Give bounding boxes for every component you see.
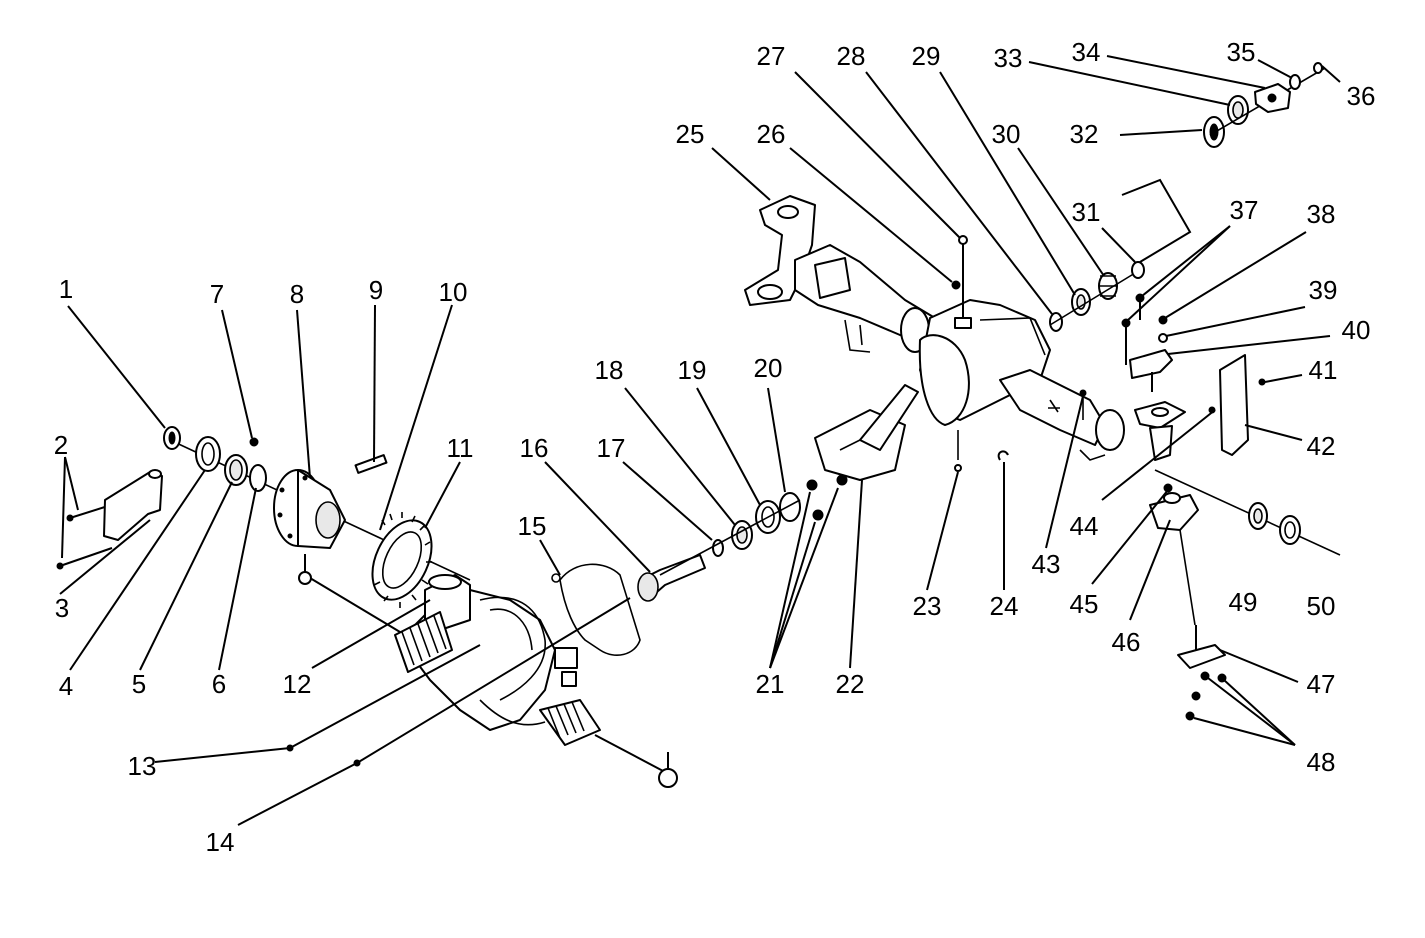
part-26-nut — [951, 280, 961, 290]
callout-6: 6 — [211, 669, 227, 699]
callout-37: 37 — [1229, 195, 1259, 225]
callout-20: 20 — [753, 353, 783, 383]
part-7-bolt — [249, 437, 259, 447]
callout-18: 18 — [594, 355, 624, 385]
part-3-bracket — [103, 469, 163, 541]
part-31-clip — [1131, 261, 1145, 279]
part-2-bolts — [56, 505, 113, 570]
part-1-bearing — [163, 426, 181, 450]
part-50-seal — [1279, 515, 1301, 545]
callout-34: 34 — [1071, 37, 1101, 67]
callout-41: 41 — [1308, 355, 1338, 385]
part-11-ring-gear — [371, 512, 433, 608]
callout-23: 23 — [912, 591, 942, 621]
part-20-seal — [779, 492, 801, 522]
callout-32: 32 — [1069, 119, 1099, 149]
callout-33: 33 — [993, 43, 1023, 73]
part-21-bolts — [806, 474, 848, 521]
callout-24: 24 — [989, 591, 1019, 621]
callout-27: 27 — [756, 41, 786, 71]
callout-48: 48 — [1306, 747, 1336, 777]
part-22-bushing-bracket — [814, 384, 919, 481]
part-39-washer — [1158, 333, 1168, 343]
part-33-seal — [1227, 95, 1249, 125]
callout-26: 26 — [756, 119, 786, 149]
callout-1: 1 — [58, 274, 74, 304]
part-9-pin — [354, 454, 388, 474]
callout-9: 9 — [368, 275, 384, 305]
part-46-knuckle — [1149, 492, 1199, 626]
part-23-plug — [954, 430, 962, 472]
callout-28: 28 — [836, 41, 866, 71]
callout-15: 15 — [517, 511, 547, 541]
callout-43: 43 — [1031, 549, 1061, 579]
callout-38: 38 — [1306, 199, 1336, 229]
callout-42: 42 — [1306, 431, 1336, 461]
callout-50: 50 — [1306, 591, 1336, 621]
callout-17: 17 — [596, 433, 626, 463]
callout-30: 30 — [991, 119, 1021, 149]
part-16-pinion — [637, 554, 706, 602]
upper-axis — [1049, 269, 1141, 326]
callout-25: 25 — [675, 119, 705, 149]
callout-21: 21 — [755, 669, 785, 699]
callout-4: 4 — [58, 671, 74, 701]
callout-16: 16 — [519, 433, 549, 463]
leader-lines — [59, 55, 1341, 826]
callout-13: 13 — [127, 751, 157, 781]
callout-22: 22 — [835, 669, 865, 699]
part-8-differential-case — [273, 469, 346, 549]
callout-11: 11 — [446, 433, 474, 463]
part-44-mount — [1134, 401, 1186, 461]
callout-29: 29 — [911, 41, 941, 71]
callout-31: 31 — [1071, 197, 1101, 227]
callout-7: 7 — [209, 279, 225, 309]
callout-36: 36 — [1346, 81, 1376, 111]
callout-39: 39 — [1308, 275, 1338, 305]
part-24-clip — [997, 450, 1009, 461]
crossmember-housing — [794, 244, 1125, 461]
part-37-bolts — [1121, 293, 1145, 365]
part-15-gasket — [551, 563, 641, 656]
part-42-shield — [1208, 354, 1249, 456]
callout-12: 12 — [282, 669, 312, 699]
callout-46: 46 — [1111, 627, 1141, 657]
callout-14: 14 — [205, 827, 235, 857]
lower-axis — [1154, 469, 1341, 556]
part-49-bearing — [1248, 502, 1268, 530]
part-34-coupling — [1254, 83, 1291, 113]
part-40-bracket — [1129, 349, 1173, 392]
part-6-shim — [249, 464, 267, 492]
callout-8: 8 — [289, 279, 305, 309]
callout-44: 44 — [1069, 511, 1099, 541]
part-41-fastener — [1258, 378, 1266, 386]
part-17-washer — [712, 539, 724, 557]
pinion-axis — [659, 499, 801, 576]
part-45-bolt — [1163, 483, 1173, 493]
callout-5: 5 — [131, 669, 147, 699]
part-36-nut — [1313, 62, 1323, 74]
callout-2: 2 — [53, 430, 69, 460]
callout-45: 45 — [1069, 589, 1099, 619]
part-4-ring — [195, 436, 221, 472]
callout-40: 40 — [1341, 315, 1371, 345]
part-12-steering-gear — [298, 554, 678, 788]
callout-35: 35 — [1226, 37, 1256, 67]
part-5-bearing — [224, 454, 248, 486]
callout-10: 10 — [438, 277, 468, 307]
part-27-stud — [954, 235, 972, 329]
part-48-bolts — [1185, 671, 1227, 721]
callout-49: 49 — [1228, 587, 1258, 617]
callout-47: 47 — [1306, 669, 1336, 699]
part-47-bracket — [1177, 625, 1226, 669]
part-35-washer — [1289, 74, 1301, 90]
callout-3: 3 — [54, 593, 70, 623]
callout-19: 19 — [677, 355, 707, 385]
